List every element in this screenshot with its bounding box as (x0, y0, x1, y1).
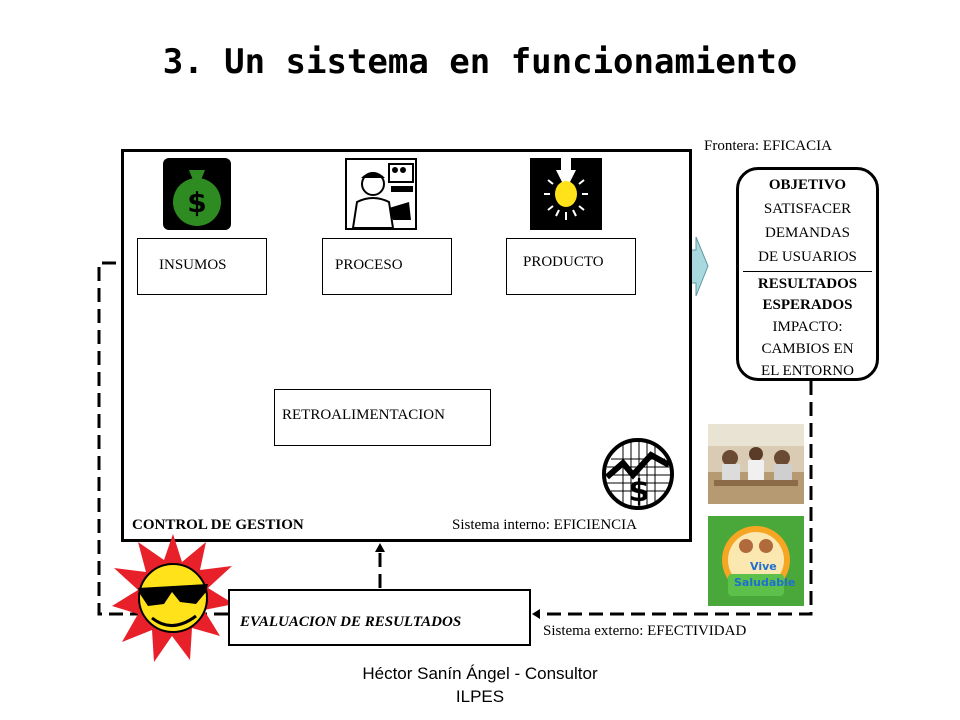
logo-text-vive: Vive (750, 560, 777, 573)
objective-panel: OBJETIVO SATISFACER DEMANDAS DE USUARIOS… (736, 167, 879, 381)
footer-credit: Héctor Sanín Ángel - Consultor ILPES (0, 662, 960, 708)
objective-line: DEMANDAS (764, 225, 850, 241)
svg-text:$: $ (187, 186, 206, 219)
objective-line: DE USUARIOS (758, 249, 857, 265)
light-bulb-icon (530, 158, 602, 230)
results-heading: ESPERADOS (762, 297, 853, 313)
sun-sunglasses-icon (110, 532, 236, 664)
objective-heading: OBJETIVO (768, 177, 847, 193)
dashed-loop-right (538, 381, 813, 616)
money-bag-icon: $ (163, 158, 231, 230)
logo-text-saludable: Saludable (734, 576, 795, 589)
footer-line: ILPES (455, 687, 505, 706)
dollar-chart-icon: $ (601, 437, 675, 511)
results-line: EL ENTORNO (761, 363, 854, 379)
producto-box: PRODUCTO (506, 238, 636, 295)
footer-line: Héctor Sanín Ángel - Consultor (362, 664, 598, 683)
page-title: 3. Un sistema en funcionamiento (162, 42, 798, 82)
retroalimentacion-label: RETROALIMENTACION (282, 407, 445, 423)
proceso-box: PROCESO (322, 238, 452, 295)
insumos-label: INSUMOS (159, 257, 227, 273)
proceso-label: PROCESO (335, 257, 403, 273)
svg-text:$: $ (629, 474, 650, 509)
objective-line: SATISFACER (763, 201, 852, 217)
control-gestion-label: CONTROL DE GESTION (132, 517, 304, 533)
results-line: CAMBIOS EN (761, 341, 854, 357)
evaluacion-label: EVALUACION DE RESULTADOS (240, 614, 462, 630)
insumos-box: INSUMOS (137, 238, 267, 295)
boundary-label: Frontera: EFICACIA (704, 138, 832, 154)
internal-system-label: Sistema interno: EFICIENCIA (452, 517, 637, 533)
producto-label: PRODUCTO (523, 254, 604, 270)
external-system-label: Sistema externo: EFECTIVIDAD (543, 623, 747, 639)
vive-saludable-logo: Vive Saludable (708, 516, 804, 606)
results-heading: RESULTADOS (757, 276, 858, 292)
retroalimentacion-box: RETROALIMENTACION (274, 389, 491, 446)
evaluacion-box: EVALUACION DE RESULTADOS (228, 589, 531, 646)
worker-icon (345, 158, 417, 230)
workshop-photo (708, 424, 804, 504)
results-line: IMPACTO: (772, 319, 843, 335)
